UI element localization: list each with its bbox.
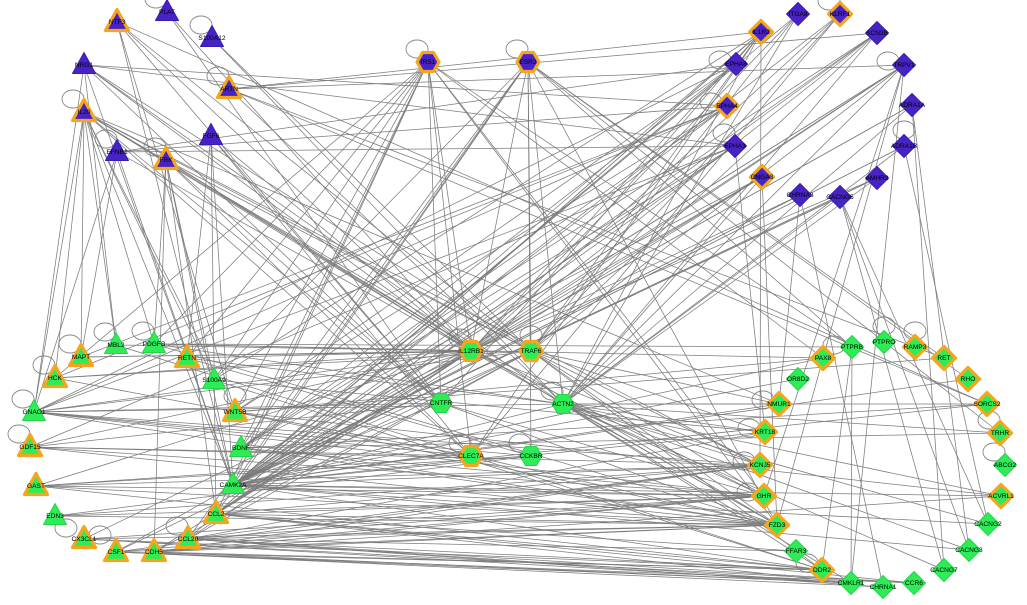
svg-text:PAX8: PAX8 bbox=[815, 355, 832, 362]
svg-text:FZD3: FZD3 bbox=[769, 522, 786, 529]
svg-text:ADRA1A: ADRA1A bbox=[899, 102, 926, 109]
svg-text:TRAF6: TRAF6 bbox=[521, 348, 542, 355]
svg-text:PDGFB: PDGFB bbox=[143, 341, 166, 348]
svg-text:CHRNA1: CHRNA1 bbox=[869, 584, 896, 591]
svg-text:EDN3: EDN3 bbox=[46, 513, 64, 520]
svg-text:CHRNA3: CHRNA3 bbox=[786, 192, 813, 199]
svg-text:CCKBR: CCKBR bbox=[519, 453, 542, 460]
svg-text:CACNG3: CACNG3 bbox=[955, 547, 983, 554]
svg-text:CDH5: CDH5 bbox=[145, 549, 163, 556]
svg-text:RET: RET bbox=[937, 355, 950, 362]
svg-text:CACNG7: CACNG7 bbox=[930, 567, 958, 574]
svg-text:GDF15: GDF15 bbox=[19, 444, 41, 451]
svg-text:KLRF1: KLRF1 bbox=[830, 11, 851, 18]
svg-text:ITGA8: ITGA8 bbox=[788, 11, 807, 18]
svg-text:RHO: RHO bbox=[961, 376, 976, 383]
svg-text:IL12RB1: IL12RB1 bbox=[458, 348, 484, 355]
svg-text:CX3CL1: CX3CL1 bbox=[72, 536, 97, 543]
svg-text:OR8D2: OR8D2 bbox=[787, 376, 809, 383]
svg-text:RAMP3: RAMP3 bbox=[904, 344, 927, 351]
svg-text:NTF3: NTF3 bbox=[109, 19, 126, 26]
svg-text:FGF6: FGF6 bbox=[203, 133, 220, 140]
svg-text:TRHR: TRHR bbox=[991, 430, 1010, 437]
svg-text:GNAO1: GNAO1 bbox=[22, 409, 45, 416]
svg-text:MAPT: MAPT bbox=[72, 354, 90, 361]
svg-text:ACVRL1: ACVRL1 bbox=[988, 493, 1014, 500]
svg-text:CCL2: CCL2 bbox=[208, 511, 225, 518]
svg-text:GHR: GHR bbox=[757, 493, 772, 500]
svg-text:ADRA1B: ADRA1B bbox=[891, 143, 918, 150]
svg-text:TRPV1: TRPV1 bbox=[893, 62, 915, 69]
svg-text:SORCS2: SORCS2 bbox=[973, 401, 1000, 408]
svg-text:GAST: GAST bbox=[27, 483, 45, 490]
svg-text:IRS1: IRS1 bbox=[421, 59, 436, 66]
svg-text:CCR6: CCR6 bbox=[905, 580, 923, 587]
svg-text:FFAR3: FFAR3 bbox=[786, 548, 807, 555]
svg-text:EPHA8: EPHA8 bbox=[725, 61, 747, 68]
svg-text:PLAT: PLAT bbox=[159, 9, 175, 16]
svg-text:AMHR2: AMHR2 bbox=[865, 175, 888, 182]
svg-text:CACNG2: CACNG2 bbox=[974, 521, 1002, 528]
svg-text:CSF1: CSF1 bbox=[108, 549, 125, 556]
svg-text:CNTFR: CNTFR bbox=[430, 400, 453, 407]
svg-text:RETN: RETN bbox=[178, 355, 196, 362]
svg-text:S100A9: S100A9 bbox=[202, 377, 226, 384]
svg-text:WNT5B: WNT5B bbox=[223, 409, 247, 416]
svg-text:ESR2: ESR2 bbox=[519, 59, 537, 66]
svg-text:FRK: FRK bbox=[159, 157, 173, 164]
svg-text:PTPRB: PTPRB bbox=[841, 344, 864, 351]
svg-text:CMKLR1: CMKLR1 bbox=[838, 580, 865, 587]
svg-text:CACNG5: CACNG5 bbox=[826, 194, 854, 201]
svg-text:KRT18: KRT18 bbox=[755, 429, 776, 436]
svg-text:NRG1: NRG1 bbox=[75, 62, 94, 69]
svg-text:KCNJ5: KCNJ5 bbox=[750, 462, 771, 469]
svg-text:S100A12: S100A12 bbox=[198, 35, 225, 42]
svg-text:ABCG2: ABCG2 bbox=[994, 462, 1017, 469]
svg-text:IL1R2: IL1R2 bbox=[752, 29, 770, 36]
svg-text:ACTN2: ACTN2 bbox=[552, 401, 574, 408]
svg-text:EFNB1: EFNB1 bbox=[106, 149, 128, 156]
svg-text:NMUR1: NMUR1 bbox=[767, 401, 791, 408]
svg-text:BDNF: BDNF bbox=[232, 445, 250, 452]
svg-text:IL20: IL20 bbox=[78, 109, 91, 116]
svg-text:HCK: HCK bbox=[48, 375, 63, 382]
svg-text:CLEC7A: CLEC7A bbox=[458, 453, 484, 460]
svg-text:EPHA4: EPHA4 bbox=[716, 103, 738, 110]
svg-text:CCL20: CCL20 bbox=[178, 536, 199, 543]
svg-text:ARTN: ARTN bbox=[220, 86, 238, 93]
svg-text:MBL2: MBL2 bbox=[107, 342, 125, 349]
svg-text:PTPRO: PTPRO bbox=[873, 339, 896, 346]
svg-text:CAMK2A: CAMK2A bbox=[219, 482, 247, 489]
svg-text:EPHA3: EPHA3 bbox=[724, 143, 746, 150]
svg-text:SCN3B: SCN3B bbox=[866, 30, 889, 37]
svg-text:CNGA3: CNGA3 bbox=[751, 174, 774, 181]
svg-text:DDR2: DDR2 bbox=[813, 567, 831, 574]
